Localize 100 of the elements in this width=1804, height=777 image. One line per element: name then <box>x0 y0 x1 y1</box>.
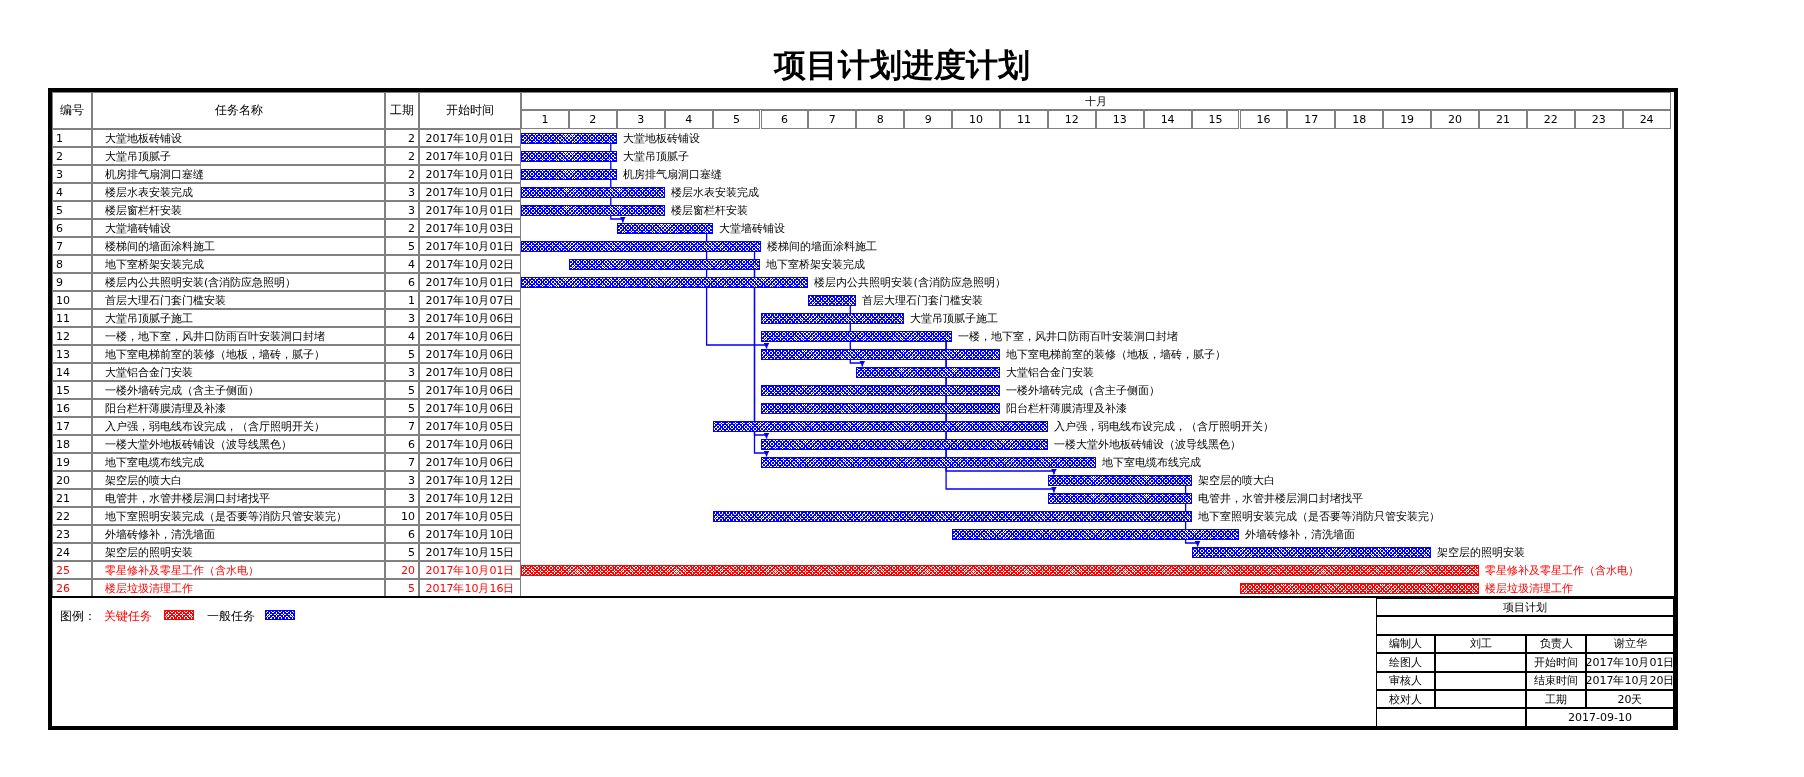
table-cell: 18 <box>52 435 92 453</box>
table-cell: 编制人 <box>1376 634 1435 654</box>
table-cell: 20 <box>385 561 419 579</box>
table-cell: 4 <box>385 327 419 345</box>
task-label: 楼层窗栏杆安装 <box>670 202 748 219</box>
table-cell: 10 <box>52 291 92 309</box>
table-cell: 2017年10月01日 <box>419 183 521 201</box>
table-cell: 2017年10月12日 <box>419 471 521 489</box>
table-cell: 2 <box>385 219 419 237</box>
task-label: 楼梯间的墙面涂料施工 <box>766 238 877 255</box>
table-cell: 校对人 <box>1376 690 1435 709</box>
table-cell: 工期 <box>385 92 419 129</box>
task-label: 大堂吊顶腻子施工 <box>910 310 999 327</box>
task-label: 外墙砖修补，清洗墙面 <box>1245 526 1356 543</box>
legend-label: 关键任务 <box>104 608 152 625</box>
table-cell: 电管井，水管井楼层洞口封堵找平 <box>92 489 385 507</box>
table-cell: 工期 <box>1526 690 1586 709</box>
table-cell: 14 <box>1143 110 1192 129</box>
table-cell: 楼梯间的墙面涂料施工 <box>92 237 385 255</box>
table-cell: 5 <box>385 237 419 255</box>
legend-label: 一般任务 <box>207 608 255 625</box>
table-cell: 地下室桥架安装完成 <box>92 255 385 273</box>
task-label: 架空层的喷大白 <box>1197 472 1275 489</box>
table-cell: 9 <box>52 273 92 291</box>
table-cell: 18 <box>1335 110 1384 129</box>
table-cell: 24 <box>1622 110 1671 129</box>
table-cell: 20 <box>52 471 92 489</box>
table-cell: 2017年10月06日 <box>419 327 521 345</box>
table-cell: 外墙砖修补，清洗墙面 <box>92 525 385 543</box>
task-label: 电管井，水管井楼层洞口封堵找平 <box>1197 490 1363 507</box>
table-cell: 大堂吊顶腻子 <box>92 147 385 165</box>
chart-title: 项目计划进度计划 <box>772 45 1031 86</box>
table-cell: 5 <box>385 399 419 417</box>
table-cell: 楼层垃圾清理工作 <box>92 579 385 597</box>
table-cell: 2017年10月15日 <box>419 543 521 561</box>
table-cell: 编号 <box>52 92 92 129</box>
table-cell: 2 <box>52 147 92 165</box>
table-cell: 2017-09-10 <box>1526 708 1674 727</box>
table-cell: 2 <box>568 110 617 129</box>
table-cell: 2017年10月01日 <box>419 201 521 219</box>
table-cell: 3 <box>385 183 419 201</box>
table-cell: 3 <box>616 110 665 129</box>
table-cell: 2017年10月08日 <box>419 363 521 381</box>
table-cell: 2017年10月16日 <box>419 579 521 597</box>
table-cell: 项目计划 <box>1376 598 1674 617</box>
task-label: 楼层水表安装完成 <box>670 184 759 201</box>
table-cell: 开始时间 <box>419 92 521 129</box>
table-cell: 7 <box>52 237 92 255</box>
table-cell: 12 <box>1047 110 1096 129</box>
table-cell: 2 <box>385 165 419 183</box>
table-cell: 一楼大堂外地板砖铺设（波导线黑色） <box>92 435 385 453</box>
table-cell: 2017年10月06日 <box>419 453 521 471</box>
table-cell: 大堂吊顶腻子施工 <box>92 309 385 327</box>
table-cell: 大堂地板砖铺设 <box>92 129 385 147</box>
table-cell: 22 <box>1526 110 1575 129</box>
table-cell: 2017年10月06日 <box>419 399 521 417</box>
table-cell: 4 <box>664 110 713 129</box>
table-cell: 2017年10月05日 <box>419 417 521 435</box>
table-cell: 架空层的喷大白 <box>92 471 385 489</box>
task-label: 一楼大堂外地板砖铺设（波导线黑色） <box>1053 436 1241 453</box>
table-cell: 2017年10月01日 <box>419 273 521 291</box>
task-label: 一楼外墙砖完成（含主子侧面） <box>1006 382 1160 399</box>
task-label: 一楼，地下室，风井口防雨百叶安装洞口封堵 <box>958 328 1179 345</box>
table-cell: 大堂铝合金门安装 <box>92 363 385 381</box>
table-cell: 2017年10月01日 <box>419 129 521 147</box>
task-label: 大堂铝合金门安装 <box>1006 364 1094 381</box>
table-cell: 26 <box>52 579 92 597</box>
table-cell: 6 <box>385 435 419 453</box>
table-cell: 10 <box>385 507 419 525</box>
table-cell: 1 <box>385 291 419 309</box>
table-cell: 楼层窗栏杆安装 <box>92 201 385 219</box>
table-cell: 3 <box>385 489 419 507</box>
table-cell: 6 <box>385 273 419 291</box>
table-cell: 结束时间 <box>1526 671 1586 690</box>
table-cell: 1 <box>521 110 569 129</box>
table-cell: 入户强，弱电线布设完成，（含厅照明开关） <box>92 417 385 435</box>
table-cell: 6 <box>52 219 92 237</box>
table-cell: 5 <box>712 110 761 129</box>
table-cell: 7 <box>385 417 419 435</box>
table-cell: 13 <box>1095 110 1144 129</box>
table-cell: 2017年10月03日 <box>419 219 521 237</box>
table-cell: 3 <box>385 201 419 219</box>
table-cell: 1 <box>52 129 92 147</box>
table-cell: 21 <box>1479 110 1527 129</box>
table-cell: 3 <box>385 363 419 381</box>
legend-title: 图例： <box>60 608 96 625</box>
table-cell: 19 <box>52 453 92 471</box>
table-cell: 10 <box>952 110 1000 129</box>
table-cell: 首层大理石门套门槛安装 <box>92 291 385 309</box>
table-cell: 楼层水表安装完成 <box>92 183 385 201</box>
task-label: 地下室桥架安装完成 <box>766 256 866 273</box>
table-cell: 5 <box>385 381 419 399</box>
table-cell: 2017年10月01日 <box>419 561 521 579</box>
dependency-arrow <box>753 268 770 458</box>
table-cell: 5 <box>385 543 419 561</box>
task-label: 地下室电梯前室的装修（地板，墙砖，腻子） <box>1006 346 1226 363</box>
task-label: 机房排气扇洞口塞缝 <box>622 166 722 183</box>
table-cell: 2017年10月06日 <box>419 309 521 327</box>
table-cell: 21 <box>52 489 92 507</box>
table-cell: 2017年10月01日 <box>419 237 521 255</box>
